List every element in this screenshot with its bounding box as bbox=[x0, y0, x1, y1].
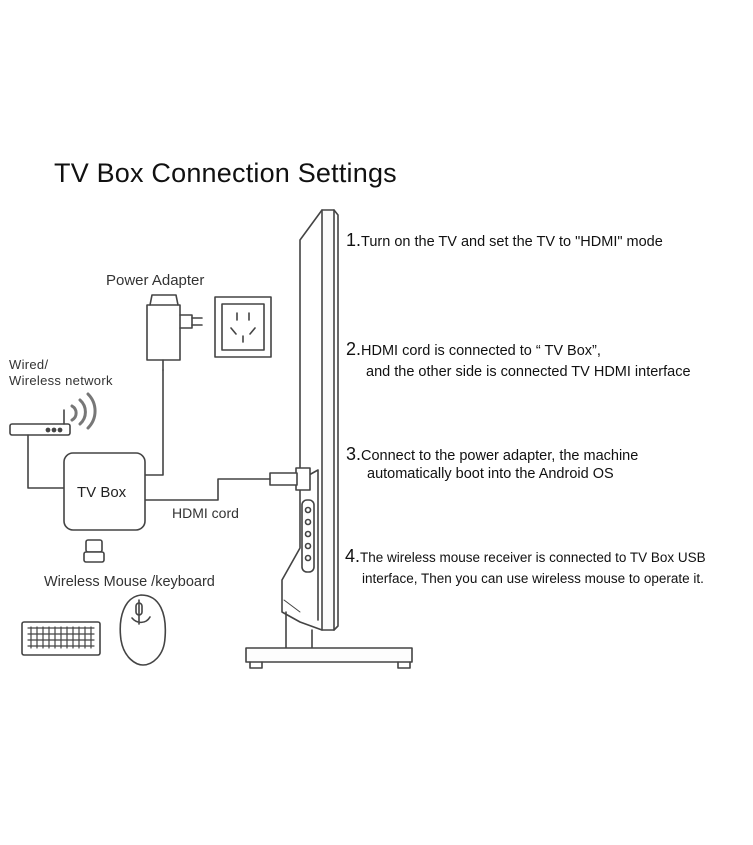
step-number: 1. bbox=[346, 230, 362, 250]
step-text: The wireless mouse receiver is connected… bbox=[360, 550, 706, 565]
power-adapter-label: Power Adapter bbox=[106, 272, 205, 289]
tv-box-icon bbox=[63, 452, 146, 531]
tv-box-label: TV Box bbox=[77, 484, 127, 501]
network-label-line2: Wireless network bbox=[9, 373, 113, 388]
step-text: Connect to the power adapter, the machin… bbox=[361, 448, 639, 464]
step-text: HDMI cord is connected to “ TV Box”, bbox=[361, 343, 601, 359]
network-label-line1: Wired/ bbox=[9, 357, 49, 372]
step-3-line-2: automatically boot into the Android OS bbox=[367, 466, 614, 482]
hdmi-plug-icon bbox=[269, 467, 311, 491]
router-icon bbox=[9, 409, 71, 436]
power-cable bbox=[144, 369, 164, 476]
step-4-line-2: interface, Then you can use wireless mou… bbox=[362, 571, 704, 586]
tv-icon bbox=[245, 209, 413, 669]
step-3: 3.Connect to the power adapter, the mach… bbox=[346, 444, 639, 465]
step-4: 4.The wireless mouse receiver is connect… bbox=[345, 546, 706, 566]
mouse-icon bbox=[119, 594, 167, 666]
wall-socket-icon bbox=[214, 296, 272, 358]
power-adapter-icon bbox=[146, 294, 203, 371]
page-title: TV Box Connection Settings bbox=[54, 158, 397, 188]
step-number: 3. bbox=[346, 444, 362, 464]
network-cable bbox=[27, 434, 65, 489]
step-2: 2.HDMI cord is connected to “ TV Box”, bbox=[346, 339, 601, 360]
wifi-waves-icon bbox=[70, 392, 97, 430]
step-text: Turn on the TV and set the TV to "HDMI" … bbox=[361, 234, 663, 250]
hdmi-cable bbox=[144, 478, 271, 501]
step-number: 2. bbox=[346, 339, 362, 359]
step-number: 4. bbox=[345, 546, 361, 566]
usb-receiver-icon bbox=[83, 539, 105, 563]
mouse-keyboard-label: Wireless Mouse /keyboard bbox=[44, 574, 215, 590]
step-1: 1.Turn on the TV and set the TV to "HDMI… bbox=[346, 230, 663, 251]
hdmi-cord-label: HDMI cord bbox=[172, 505, 239, 521]
keyboard-icon bbox=[21, 621, 101, 656]
step-2-line-2: and the other side is connected TV HDMI … bbox=[366, 364, 691, 380]
